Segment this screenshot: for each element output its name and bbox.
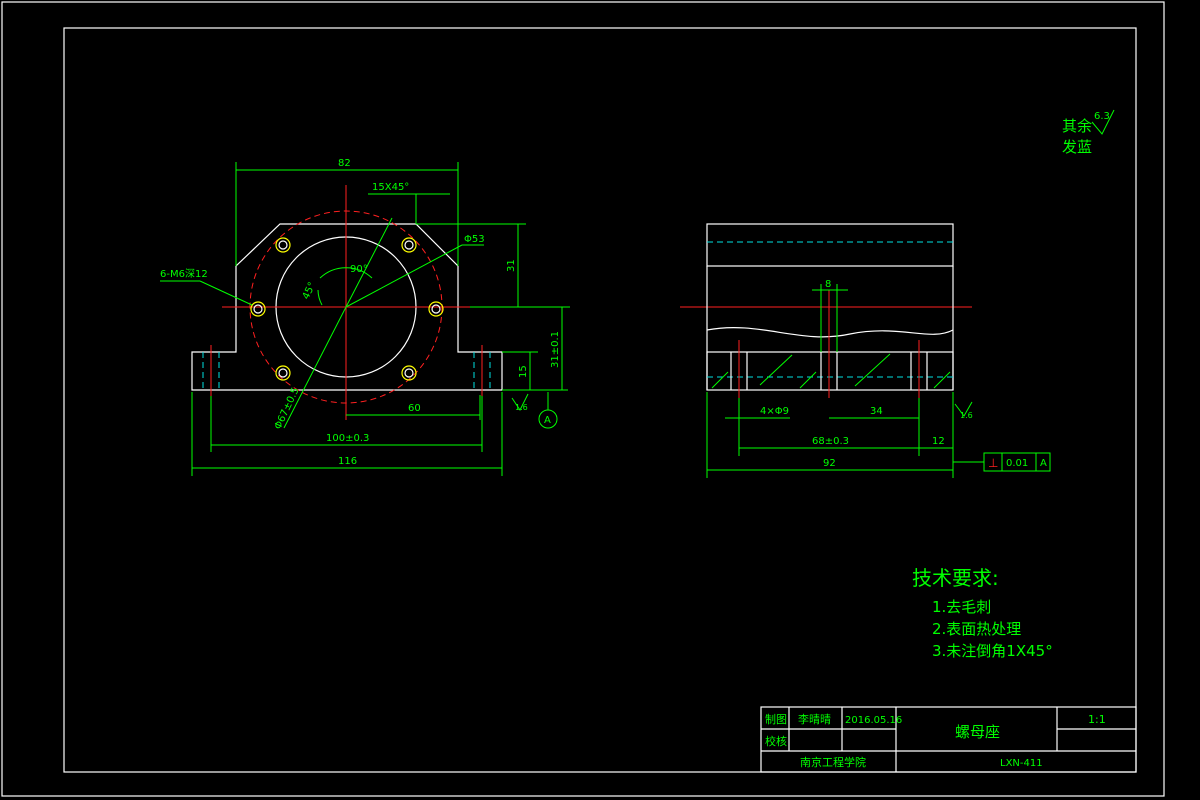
bolt-hole-inner xyxy=(404,240,414,250)
dim-8-text: 8 xyxy=(825,279,831,290)
dim-angle90-text: 90° xyxy=(350,264,368,275)
surface-note-line2: 发蓝 xyxy=(1062,138,1092,156)
hatch-line xyxy=(711,371,729,389)
side-break-line xyxy=(706,327,954,338)
hatch-line xyxy=(759,354,793,386)
side-top-block xyxy=(706,223,954,267)
tolerance-datum: A xyxy=(1040,458,1047,469)
front-view: 82 15X45° Φ53 31 6-M6深12 90° 45° Φ67±0.5… xyxy=(160,158,570,476)
bolt-hole xyxy=(428,301,444,317)
tech-requirements: 技术要求: 1.去毛刺 2.表面热处理 3.未注倒角1X45° xyxy=(912,566,1053,660)
bolt-hole-inner xyxy=(278,240,288,250)
leader-line xyxy=(345,244,463,308)
title-part-name: 螺母座 xyxy=(955,723,1000,741)
tech-requirements-title: 技术要求: xyxy=(912,566,999,590)
hatch-line xyxy=(799,371,817,389)
dim-68-text: 68±0.3 xyxy=(812,436,849,447)
title-block-frame xyxy=(760,706,1137,773)
dim-angle45-text: 45° xyxy=(301,281,318,302)
bolt-hole xyxy=(401,237,417,253)
dim-31-text: 31 xyxy=(506,259,517,272)
angle-arc xyxy=(317,289,323,306)
bolt-hole xyxy=(275,237,291,253)
bolt-hole xyxy=(275,365,291,381)
side-base xyxy=(706,351,954,391)
title-date: 2016.05.16 xyxy=(845,715,902,726)
title-drawing-no: LXN-411 xyxy=(1000,758,1043,769)
datum-label: A xyxy=(544,415,551,426)
angle-arc xyxy=(319,267,373,279)
roughness-symbol xyxy=(1091,109,1115,135)
title-check-label: 校核 xyxy=(765,734,787,748)
surface-note: 其余 发蓝 6.3 xyxy=(1062,109,1115,156)
datum-circle xyxy=(538,409,558,429)
dim-4x9-text: 4×Φ9 xyxy=(760,406,789,417)
tech-requirement-item: 2.表面热处理 xyxy=(932,620,1021,638)
angle-line xyxy=(345,217,393,308)
roughness-symbol xyxy=(954,401,973,417)
dim-60-text: 60 xyxy=(408,403,421,414)
title-school: 南京工程学院 xyxy=(800,755,866,769)
roughness-right-text: 1.6 xyxy=(960,411,973,420)
dim-holes-text: 6-M6深12 xyxy=(160,268,208,280)
tolerance-frame xyxy=(983,452,1051,472)
tolerance-value: 0.01 xyxy=(1006,458,1028,469)
dim-82-text: 82 xyxy=(338,158,351,169)
inner-frame xyxy=(63,27,1137,773)
side-view: 8 4×Φ9 34 68±0.3 12 92 1.6 ⊥ 0.01 A xyxy=(680,223,1051,478)
title-block: 制图 李晴晴 2016.05.16 校核 螺母座 1:1 南京工程学院 LXN-… xyxy=(760,706,1137,773)
surface-note-line1: 其余 xyxy=(1062,117,1092,135)
dim-34-text: 34 xyxy=(870,406,883,417)
bolt-hole xyxy=(250,301,266,317)
bolt-hole-inner xyxy=(404,368,414,378)
hatch-line xyxy=(854,353,891,387)
bolt-hole-inner xyxy=(253,304,263,314)
leader-line xyxy=(283,306,347,429)
bolt-hole xyxy=(401,365,417,381)
roughness-symbol xyxy=(511,393,529,411)
dim-pcd-text: Φ67±0.5 xyxy=(273,386,302,431)
dim-100-text: 100±0.3 xyxy=(326,433,369,444)
tolerance-symbol: ⊥ xyxy=(988,456,998,470)
dim-116-text: 116 xyxy=(338,456,357,467)
dim-12-text: 12 xyxy=(932,436,945,447)
dim-31tol-text: 31±0.1 xyxy=(550,331,561,368)
bolt-hole-inner xyxy=(431,304,441,314)
title-drawn-label: 制图 xyxy=(765,713,787,726)
title-scale: 1:1 xyxy=(1088,713,1106,726)
surface-note-roughness: 6.3 xyxy=(1094,111,1110,122)
tech-requirement-item: 1.去毛刺 xyxy=(932,598,991,616)
dim-92-text: 92 xyxy=(823,458,836,469)
tech-requirement-item: 3.未注倒角1X45° xyxy=(932,642,1053,660)
leader-line xyxy=(199,280,253,306)
roughness-left-text: 1.6 xyxy=(515,403,528,412)
outer-border xyxy=(1,1,1165,797)
dim-phi53-text: Φ53 xyxy=(464,234,485,245)
dim-chamfer-text: 15X45° xyxy=(372,182,409,193)
dim-15-text: 15 xyxy=(518,365,529,378)
hatch-line xyxy=(933,371,951,389)
title-drawn-by: 李晴晴 xyxy=(798,712,831,726)
bolt-hole-inner xyxy=(278,368,288,378)
